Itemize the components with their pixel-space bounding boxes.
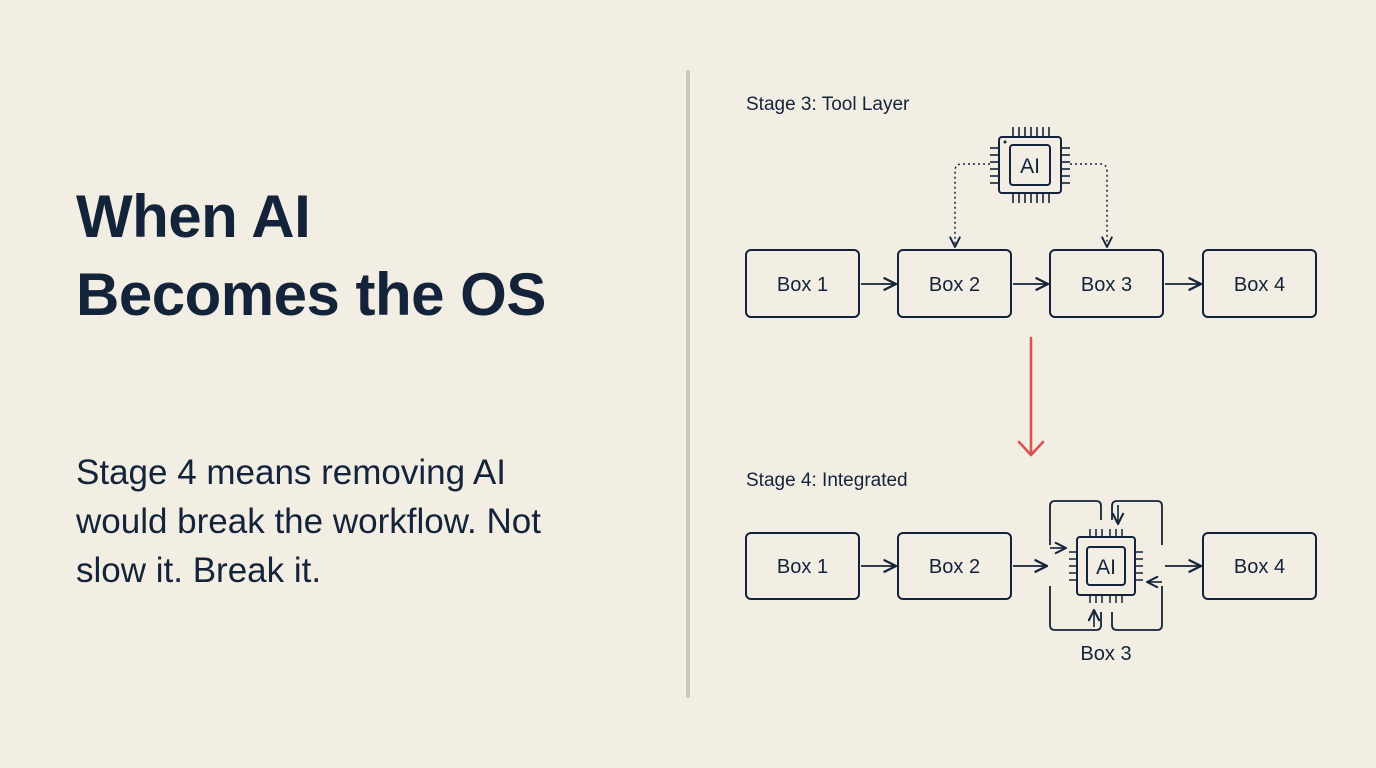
dotted-connector-box3 bbox=[1070, 163, 1113, 248]
box-label: Box 3 bbox=[1081, 274, 1132, 296]
vertical-divider bbox=[686, 70, 690, 698]
stage3-box-3: Box 3 bbox=[1049, 249, 1164, 318]
ai-chip-icon: AI bbox=[1069, 529, 1143, 603]
stage4-box-1: Box 1 bbox=[745, 532, 860, 600]
stage3-box-2: Box 2 bbox=[897, 249, 1012, 318]
box-label: Box 2 bbox=[929, 556, 980, 578]
stage3-diagram: Stage 3: Tool Layer bbox=[745, 94, 1317, 318]
box-label: Box 4 bbox=[1234, 556, 1285, 578]
body-line-3: slow it. Break it. bbox=[76, 551, 322, 590]
page-title: When AI Becomes the OS bbox=[76, 178, 636, 334]
stage4-label: Stage 4: Integrated bbox=[746, 470, 908, 491]
stage4-box-2: Box 2 bbox=[897, 532, 1012, 600]
body-text: Stage 4 means removing AI would break th… bbox=[76, 448, 636, 595]
box-label: Box 4 bbox=[1234, 274, 1285, 296]
ai-chip-icon: AI bbox=[990, 127, 1070, 203]
stage3-box-4: Box 4 bbox=[1202, 249, 1317, 318]
box-label: Box 2 bbox=[929, 274, 980, 296]
title-line-2: Becomes the OS bbox=[76, 261, 546, 328]
stage4-box-3-integrated: AI Box 3 bbox=[1049, 500, 1163, 665]
box-label: Box 1 bbox=[777, 556, 828, 578]
body-line-1: Stage 4 means removing AI bbox=[76, 453, 506, 492]
stage3-label: Stage 3: Tool Layer bbox=[746, 94, 910, 115]
title-line-1: When AI bbox=[76, 183, 311, 250]
stage3-box-1: Box 1 bbox=[745, 249, 860, 318]
stage4-chip-label: AI bbox=[1096, 556, 1116, 579]
dotted-connector-box2 bbox=[949, 163, 990, 248]
stage3-chip-label: AI bbox=[1020, 155, 1040, 178]
box-label: Box 1 bbox=[777, 274, 828, 296]
stage4-diagram: Stage 4: Integrated Box 1 Box 2 Box 4 bbox=[745, 470, 1317, 665]
body-line-2: would break the workflow. Not bbox=[76, 502, 541, 541]
stage4-box-3-label: Box 3 bbox=[1080, 643, 1131, 665]
stage4-box-4: Box 4 bbox=[1202, 532, 1317, 600]
arrow-down-icon bbox=[1017, 336, 1045, 457]
